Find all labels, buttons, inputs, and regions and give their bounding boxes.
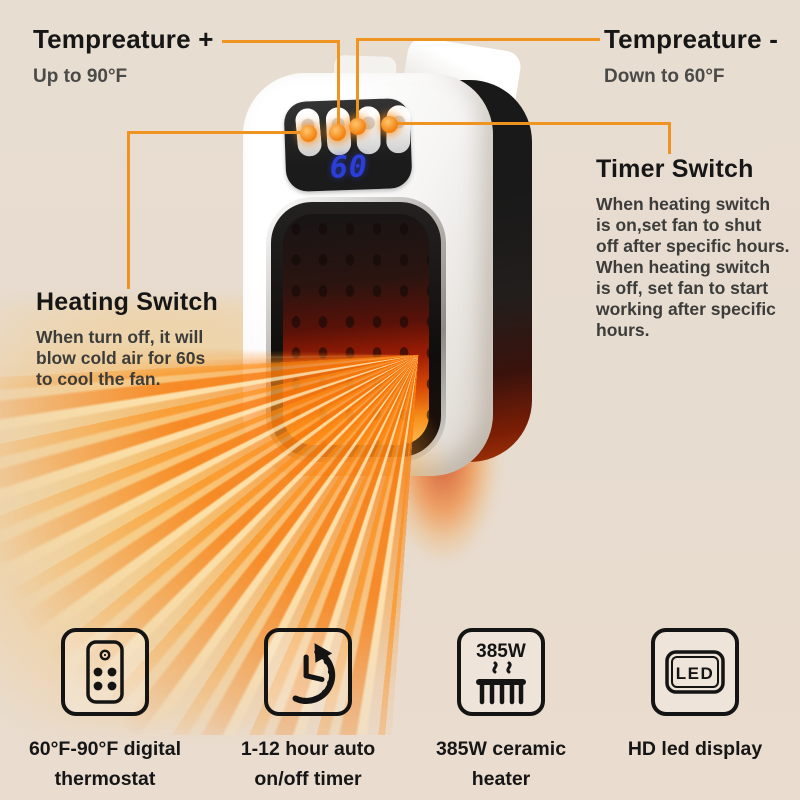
temp-minus-line-v [356, 38, 359, 124]
heating-switch-dot [300, 125, 317, 142]
temp-minus-line-h [356, 38, 600, 41]
feature-ceramic-heater: 385W 385W ceramic heater [406, 628, 596, 794]
timer-switch-title: Timer Switch [596, 155, 754, 183]
heating-switch-description: When turn off, it will blow cold air for… [36, 327, 206, 389]
temperature-down-dot [349, 118, 366, 135]
temp-minus-subtitle: Down to 60°F [604, 66, 725, 87]
feature-label: 1-12 hour auto on/off timer [240, 738, 376, 790]
heater-grille [283, 214, 429, 445]
temp-plus-line-v [337, 40, 340, 130]
callout-timer-switch: Timer Switch When heating switch is on,s… [596, 155, 800, 341]
timer-switch-description: When heating switch is on,set fan to shu… [596, 194, 790, 340]
timer-line-v [668, 122, 671, 154]
feature-thermostat: 60°F-90°F digital thermostat [10, 628, 200, 794]
grille-frame [271, 202, 441, 457]
callout-temperature-minus: Tempreature - Down to 60°F [604, 24, 778, 88]
heating-line-v [127, 131, 130, 289]
led-display: 60 [329, 149, 369, 186]
feature-led-display: LED HD led display [600, 628, 790, 764]
temp-plus-title: Tempreature + [33, 24, 214, 54]
feature-label: 385W ceramic heater [435, 738, 567, 790]
grille-ring [266, 197, 446, 462]
ceramic-heater-icon: 385W [457, 628, 545, 716]
led-display-icon: LED [651, 628, 739, 716]
temp-minus-title: Tempreature - [604, 24, 779, 54]
timer-clock-icon [264, 628, 352, 716]
feature-auto-timer: 1-12 hour auto on/off timer [213, 628, 403, 794]
heating-line-h [127, 131, 311, 134]
wattage-text: 385W [476, 641, 526, 662]
led-screen-text: LED [676, 664, 715, 683]
control-panel: 60 [283, 97, 413, 193]
temperature-up-dot [329, 124, 346, 141]
feature-label: 60°F-90°F digital thermostat [28, 738, 182, 790]
thermostat-icon [61, 628, 149, 716]
callout-heating-switch: Heating Switch When turn off, it will bl… [36, 288, 256, 390]
callout-temperature-plus: Tempreature + Up to 90°F [33, 24, 214, 88]
timer-dot [381, 116, 398, 133]
timer-line-h [389, 122, 671, 125]
temp-plus-subtitle: Up to 90°F [33, 66, 128, 87]
temp-plus-line-h [222, 40, 340, 43]
feature-label: HD led display [627, 738, 763, 760]
heating-switch-title: Heating Switch [36, 288, 218, 316]
